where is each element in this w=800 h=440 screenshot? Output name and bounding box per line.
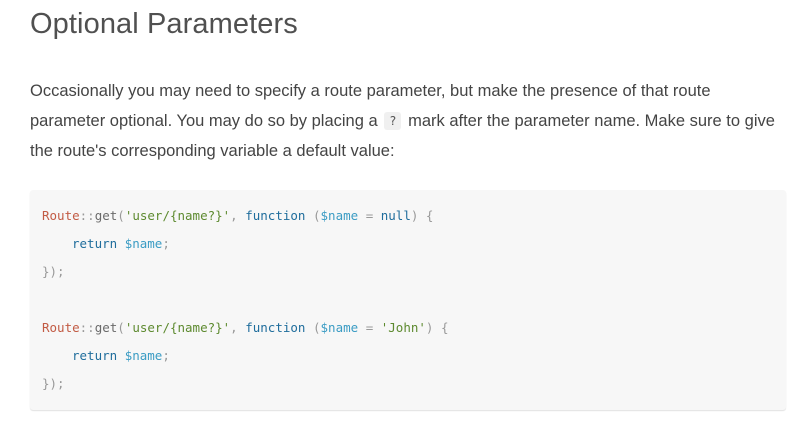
code-token-null: null [380, 208, 411, 223]
inline-code: ? [384, 112, 402, 130]
code-token-class: Route [42, 320, 80, 335]
code-token-punct: ) [410, 208, 419, 223]
code-line: return $name; [42, 230, 774, 258]
code-token-variable: $name [320, 320, 359, 335]
code-token-keyword: return [72, 236, 118, 251]
paragraph-text-before: Occasionally you may need to specify a r… [30, 82, 711, 130]
code-token-string: 'John' [380, 320, 426, 335]
code-line: Route::get('user/{name?}', function ($na… [42, 202, 774, 230]
code-token-punct: ( [117, 208, 125, 223]
code-line: }); [42, 264, 65, 279]
code-token-punct: ; [162, 236, 170, 251]
code-token-punct: = [365, 320, 374, 335]
code-token-punct: ) [425, 320, 434, 335]
code-line: }); [42, 376, 65, 391]
code-token-variable: $name [124, 348, 163, 363]
code-token-punct: = [365, 208, 374, 223]
paragraph-text-after: mark after the parameter name. Make sure… [30, 112, 775, 160]
code-token-punct: ( [117, 320, 125, 335]
code-token-method: get [94, 320, 118, 335]
code-line: return $name; [42, 342, 774, 370]
code-token-keyword: function [245, 208, 306, 223]
code-token-punct: :: [79, 320, 95, 335]
code-token-punct: ( [312, 320, 321, 335]
section-paragraph: Occasionally you may need to specify a r… [30, 76, 786, 166]
code-token-punct: ; [162, 348, 170, 363]
code-token-punct: { [440, 320, 449, 335]
code-line-blank [42, 286, 774, 314]
code-token-method: get [94, 208, 118, 223]
code-token-punct: :: [79, 208, 95, 223]
code-token-string: 'user/{name?}' [124, 208, 231, 223]
section-heading: Optional Parameters [30, 8, 298, 40]
code-token-class: Route [42, 208, 80, 223]
code-block: Route::get('user/{name?}', function ($na… [30, 190, 786, 410]
code-token-punct: , [230, 320, 238, 335]
code-token-punct: ( [312, 208, 321, 223]
code-token-keyword: return [72, 348, 118, 363]
code-token-punct: , [230, 208, 238, 223]
code-line: Route::get('user/{name?}', function ($na… [42, 314, 774, 342]
code-token-variable: $name [320, 208, 359, 223]
code-token-keyword: function [245, 320, 306, 335]
code-token-punct: { [425, 208, 434, 223]
code-token-variable: $name [124, 236, 163, 251]
code-token-string: 'user/{name?}' [124, 320, 231, 335]
